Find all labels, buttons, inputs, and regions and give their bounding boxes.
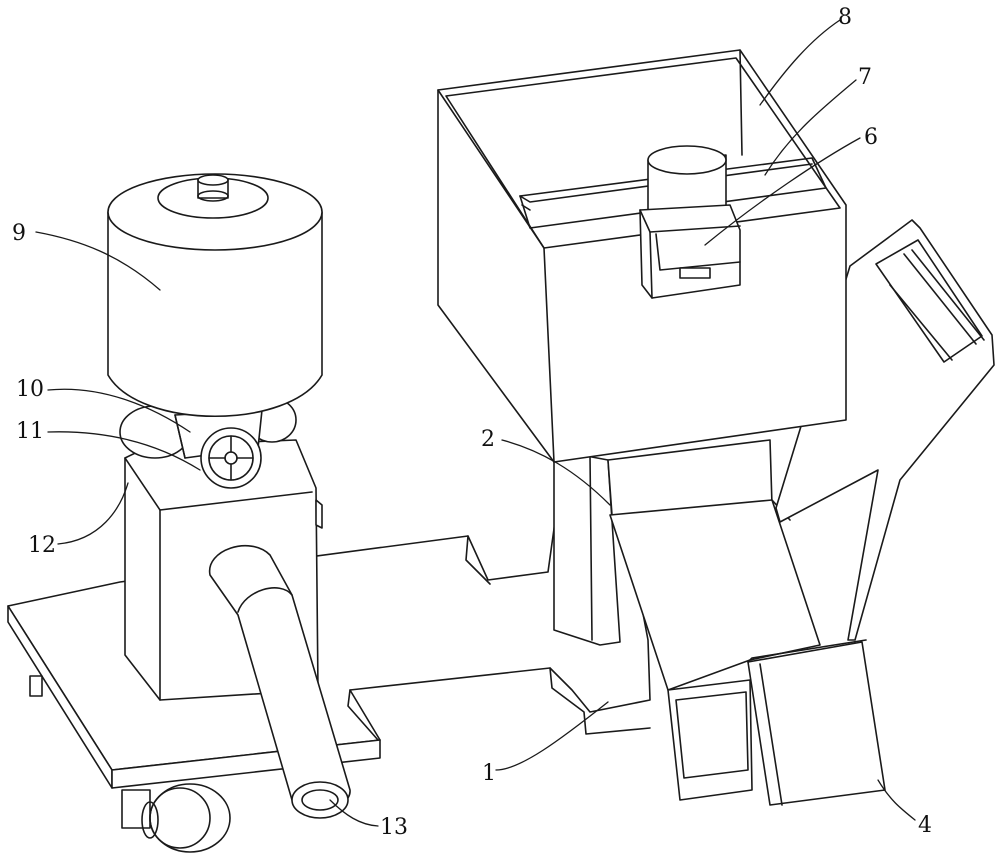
label-13: 13: [380, 815, 408, 840]
label-6: 6: [864, 125, 878, 150]
label-7: 7: [858, 65, 872, 90]
caster-wheel: [29, 675, 231, 853]
label-1: 1: [482, 761, 496, 786]
feed-chute: [609, 499, 821, 801]
incline-frame: [775, 219, 995, 641]
hopper-tank: [107, 173, 323, 417]
discharge-pipe: [209, 545, 351, 819]
leader-lines: [35, 19, 916, 827]
drive-assembly: [119, 397, 297, 489]
main-box: [437, 49, 847, 463]
label-12: 12: [28, 533, 56, 558]
collection-box: [747, 639, 886, 806]
label-9: 9: [12, 221, 26, 246]
label-8: 8: [838, 5, 852, 30]
part-labels: 1 2 4 6 7 8 9 10 11 12 13: [12, 5, 932, 840]
label-4: 4: [918, 813, 932, 838]
label-11: 11: [16, 419, 44, 444]
label-10: 10: [16, 377, 44, 402]
label-2: 2: [481, 427, 495, 452]
